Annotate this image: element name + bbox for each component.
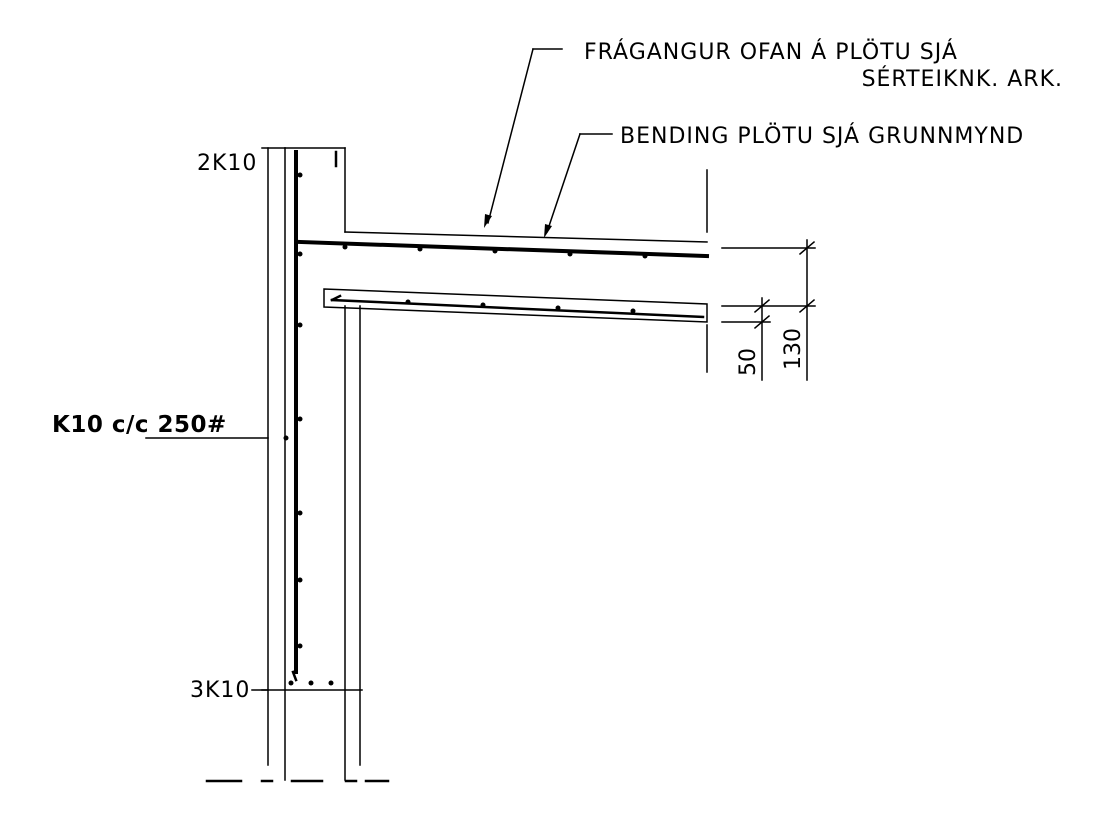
rebar-dot: [297, 251, 303, 257]
rebar-dot: [283, 435, 289, 441]
top-bars-label: 2K10: [197, 151, 257, 176]
rebar-dot: [297, 643, 303, 649]
dim-tick: [753, 314, 771, 330]
rebar-dot: [297, 416, 303, 422]
rebar-dot: [328, 680, 334, 686]
finish-note-line1: FRÁGANGUR OFAN Á PLÖTU SJÁ: [584, 39, 958, 65]
slab-top-reinforcement: [297, 239, 710, 259]
dim-tick: [798, 240, 816, 256]
rebar-dot: [297, 577, 303, 583]
rebar-dot: [297, 510, 303, 516]
wall-bar-hook: [291, 670, 298, 682]
bending-note: BENDING PLÖTU SJÁ GRUNNMYND: [620, 123, 1024, 149]
finish-leader-diagonal: [487, 48, 534, 224]
rebar-dot: [555, 305, 561, 311]
slab: [297, 169, 710, 373]
slab-bottom-reinforcement: [330, 298, 705, 319]
rebar-dot: [308, 680, 314, 686]
bending-leader-diagonal: [546, 133, 581, 233]
dim-50-label: 50: [736, 348, 761, 376]
wall-outline: [261, 147, 708, 781]
dim-tick: [798, 298, 816, 314]
dimension-lines: [721, 239, 816, 381]
rebar-dot: [567, 251, 573, 257]
rebar-dot: [642, 253, 648, 259]
finish-leader-arrow: [484, 214, 492, 228]
finish-note-line2: SÉRTEIKNK. ARK.: [862, 66, 1063, 92]
rebar-dot: [342, 244, 348, 250]
rebar-dot: [297, 172, 303, 178]
rebar-dot: [630, 308, 636, 314]
dim-tick: [753, 298, 771, 314]
wall-bars-label: K10 c/c 250#: [52, 412, 227, 438]
slab-top-surface-line: [344, 231, 708, 243]
rebar-dot: [480, 302, 486, 308]
rebar-dot: [297, 322, 303, 328]
rebar-dot: [492, 248, 498, 254]
rebar-dot: [405, 299, 411, 305]
bottom-bars-label: 3K10: [190, 678, 250, 703]
dim-130-label: 130: [781, 328, 806, 370]
rebar-dot: [288, 680, 294, 686]
slab-bar-hook: [330, 294, 342, 302]
slab-lower-outline: [323, 288, 708, 323]
rebar-dot: [417, 246, 423, 252]
wall-reinforcement: [283, 150, 338, 686]
bending-leader-arrow: [544, 224, 552, 238]
leaders: [145, 48, 613, 691]
